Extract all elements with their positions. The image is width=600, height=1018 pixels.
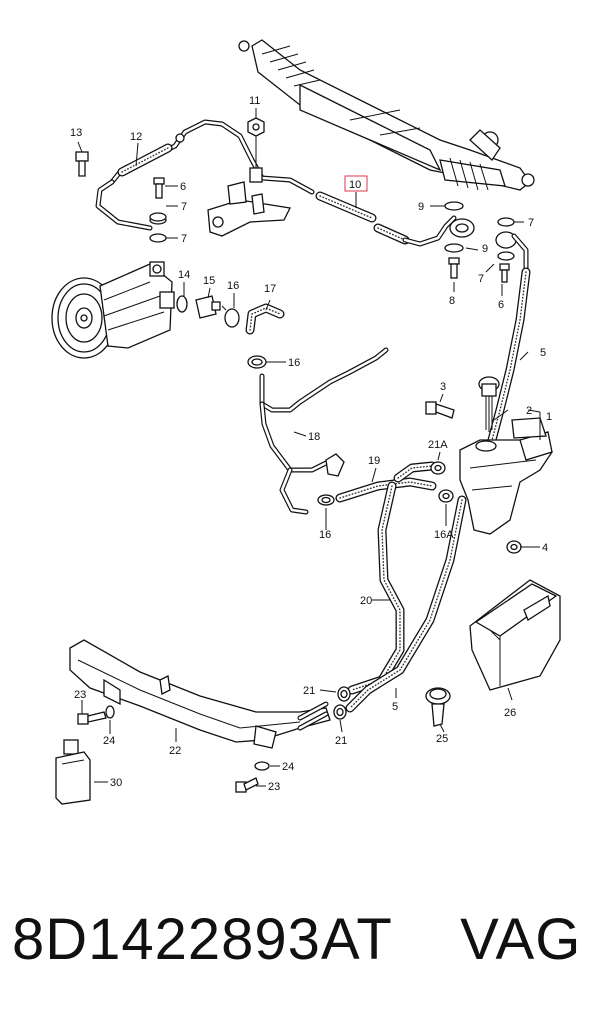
callout-24-low: 24 [282,761,294,773]
callout-7-left-b: 7 [181,233,187,245]
callout-6-left: 6 [180,181,186,193]
banjo-fitting-9 [444,201,475,279]
callout-30: 30 [110,777,122,789]
callout-7-right-b: 7 [478,273,484,285]
callout-12: 12 [130,131,142,143]
pressure-line-12 [95,119,315,231]
return-hose-5 [345,233,531,713]
callout-20: 20 [360,595,372,607]
elbow-17 [245,303,285,335]
callout-7-left-a: 7 [181,201,187,213]
bolt-3 [425,401,455,419]
callout-15: 15 [203,275,215,287]
fluid-bottle-30 [55,739,91,805]
brand-name: VAG [460,907,582,972]
callout-16-mid: 16 [288,357,300,369]
callout-26: 26 [504,707,516,719]
washer-7-left-b [149,233,167,243]
bolt-6-left [153,177,165,199]
cover-26 [469,579,561,691]
cap-4 [506,540,522,554]
washer-24-left [105,705,115,719]
callout-2: 2 [526,405,532,417]
callout-16-low: 16 [319,529,331,541]
clamp-16-low [317,494,335,506]
footer-gap [392,907,460,972]
nut-11 [247,117,265,168]
callout-19: 19 [368,455,380,467]
callout-14: 14 [178,269,190,281]
clamp-16-mid [247,355,267,369]
clamp-21-low [333,704,347,720]
callout-4: 4 [542,542,548,554]
callout-8: 8 [449,295,455,307]
washer-7-left-a [149,212,167,225]
callout-labels: 13 12 11 10 6 7 7 9 9 8 7 7 6 5 14 15 16… [70,95,552,793]
callout-10: 10 [349,179,361,191]
bolt-23-low [235,777,259,793]
hose-20 [347,481,405,695]
callout-11: 11 [249,95,260,107]
callout-23-low: 23 [268,781,280,793]
callout-25: 25 [436,733,448,745]
o-ring-14 [176,295,188,313]
callout-21-top: 21 [303,685,315,697]
clamp-16a [438,489,454,503]
callout-17: 17 [264,283,276,295]
callout-3: 3 [440,381,446,393]
power-steering-pump [51,261,175,359]
hose-10 [315,191,457,247]
callout-24-left: 24 [103,735,115,747]
banjo-fitting-7 [495,217,517,283]
washer-24-low [254,761,270,771]
clamp-25 [425,687,451,727]
callout-16a: 16A [434,529,454,541]
bracket [207,181,291,237]
part-number: 8D1422893AT [12,907,392,972]
bolt-13 [75,151,89,177]
suction-hose-18 [259,347,389,515]
bolt-23-left [77,711,107,725]
footer: 8D1422893AT VAG [12,900,588,980]
callout-6-right: 6 [498,299,504,311]
union-15 [195,295,221,319]
callout-7-right-a: 7 [528,217,534,229]
reservoir-1 [459,417,553,535]
callout-23-left: 23 [74,689,86,701]
callout-22: 22 [169,745,181,757]
clamp-21a [430,461,446,475]
highlight-box-10 [344,175,368,192]
callout-9-low: 9 [482,243,488,255]
callout-13: 13 [70,127,82,139]
clamp-16-top [221,305,240,328]
leader-lines [77,108,541,787]
callout-9-top: 9 [418,201,424,213]
cooler-22 [69,639,331,749]
callout-21a: 21A [428,439,448,451]
callout-5-low: 5 [392,701,398,713]
callout-16-top: 16 [227,280,239,292]
steering-rack [238,39,535,191]
callout-21-low: 21 [335,735,347,747]
callout-1: 1 [546,411,552,423]
cap-2 [478,376,500,432]
clamp-21-top [337,686,351,702]
callout-5-top: 5 [540,347,546,359]
callout-18: 18 [308,431,320,443]
